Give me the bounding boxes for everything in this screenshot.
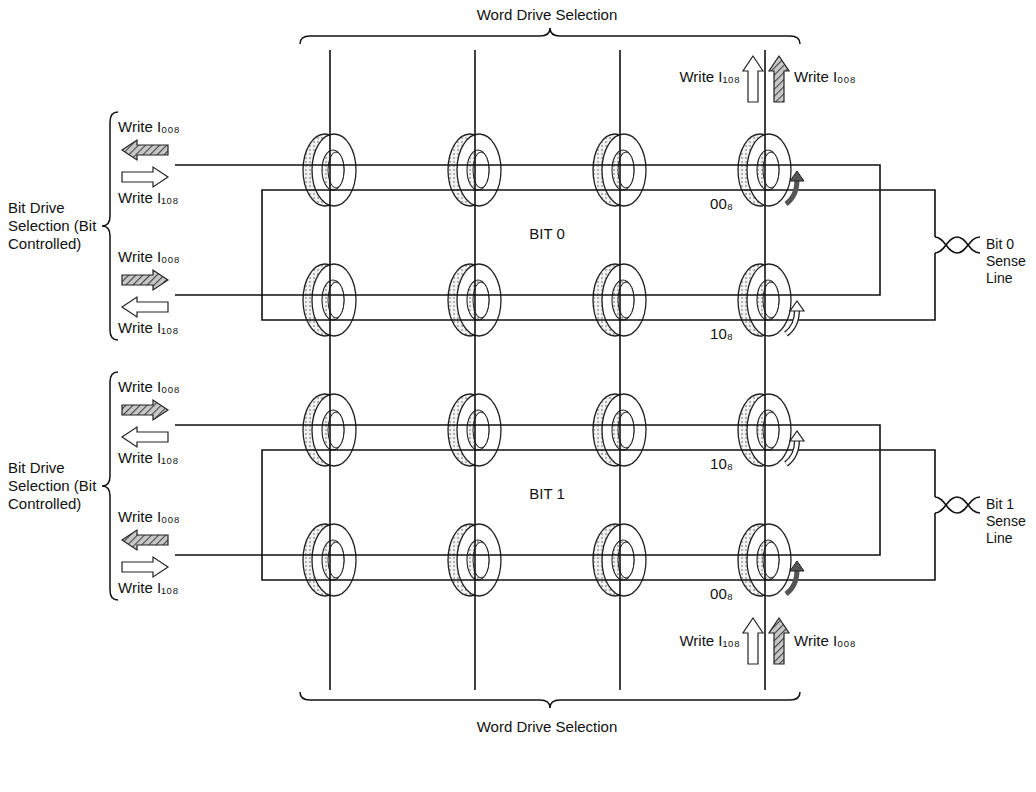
current-arrow-00 [122,140,168,160]
core-front [457,134,501,206]
current-label: Write I₀₀₈ [794,632,856,650]
core-front [312,394,356,466]
core-hole-shade [467,150,489,190]
core-hole-shade [612,150,634,190]
word-selection-brace [300,692,800,708]
current-arrow-00 [769,618,789,664]
flux-arrow-head [790,561,804,571]
state-label: 00₈ [710,195,733,213]
current-label: Write I₀₀₈ [118,248,180,266]
flux-arrow-10-fill [786,310,797,334]
core-front [312,524,356,596]
core-hole-shade [322,150,344,190]
word-drive-line [329,50,331,690]
selection-brace [102,112,118,340]
current-label: Write I₀₀₈ [118,378,180,396]
core-hole-shade [757,280,779,320]
bit-drive-line [175,165,880,295]
twisted-pair [935,237,980,253]
state-label: 00₈ [710,585,733,603]
current-arrow-00 [122,270,168,290]
core-front [602,524,646,596]
current-label: Write I₀₀₈ [794,68,856,86]
core-hole-shade [322,410,344,450]
word-drive-line [619,50,621,690]
current-label: Write I₁₀₈ [118,579,179,597]
selection-note: Bit Drive Selection (Bit Controlled) [8,199,100,253]
flux-arrow-00 [786,570,797,594]
core-front [457,394,501,466]
selection-title: Word Drive Selection [477,718,618,736]
core-front [602,394,646,466]
core-hole-shade [322,540,344,580]
sense-line-label: Bit 1 Sense Line [986,496,1032,547]
current-label: Write I₁₀₈ [118,189,179,207]
core-front [312,134,356,206]
current-arrow-10 [743,618,763,664]
twisted-pair [935,497,980,513]
current-label: Write I₁₀₈ [118,319,179,337]
core-hole-shade [757,150,779,190]
word-drive-line [764,50,766,690]
current-arrow-00 [122,400,168,420]
core-hole-shade [612,410,634,450]
core-front [747,264,791,336]
flux-arrow-10-fill [786,440,797,464]
flux-arrow-10 [786,310,797,334]
core-hole-shade [467,410,489,450]
sense-line-label: Bit 0 Sense Line [986,236,1032,287]
state-label: 10₈ [710,455,733,473]
current-label: Write I₁₀₈ [679,68,740,86]
bit-drive-line [175,425,880,555]
current-arrow-10 [122,297,168,317]
core-hole-shade [757,540,779,580]
current-label: Write I₀₀₈ [118,508,180,526]
current-arrow-10 [122,167,168,187]
core-front [747,524,791,596]
core-hole-shade [467,280,489,320]
word-selection-brace [300,28,800,44]
current-label: Write I₁₀₈ [118,449,179,467]
current-arrow-00 [769,56,789,102]
selection-title: Word Drive Selection [477,6,618,24]
core-hole-shade [322,280,344,320]
selection-note: Bit Drive Selection (Bit Controlled) [8,459,100,513]
core-front [457,524,501,596]
core-front [747,394,791,466]
flux-arrow-00 [786,180,797,204]
selection-brace [102,372,118,600]
current-arrow-00 [122,530,168,550]
sense-line [262,190,935,320]
core-front [457,264,501,336]
core-front [602,134,646,206]
current-label: Write I₀₀₈ [118,118,180,136]
flux-arrow-head [790,431,804,441]
core-hole-shade [757,410,779,450]
core-front [312,264,356,336]
current-label: Write I₁₀₈ [679,632,740,650]
flux-arrow-head [790,171,804,181]
flux-arrow-head [790,301,804,311]
core-hole-shade [612,280,634,320]
bit-plane-label: BIT 0 [529,225,565,243]
core-hole-shade [467,540,489,580]
current-arrow-10 [122,557,168,577]
core-hole-shade [612,540,634,580]
current-arrow-10 [122,427,168,447]
bit-plane-label: BIT 1 [529,485,565,503]
core-front [747,134,791,206]
word-drive-line [474,50,476,690]
twisted-pair [935,237,980,253]
sense-line [262,450,935,580]
core-front [602,264,646,336]
flux-arrow-10 [786,440,797,464]
current-arrow-10 [743,56,763,102]
state-label: 10₈ [710,325,733,343]
twisted-pair [935,497,980,513]
